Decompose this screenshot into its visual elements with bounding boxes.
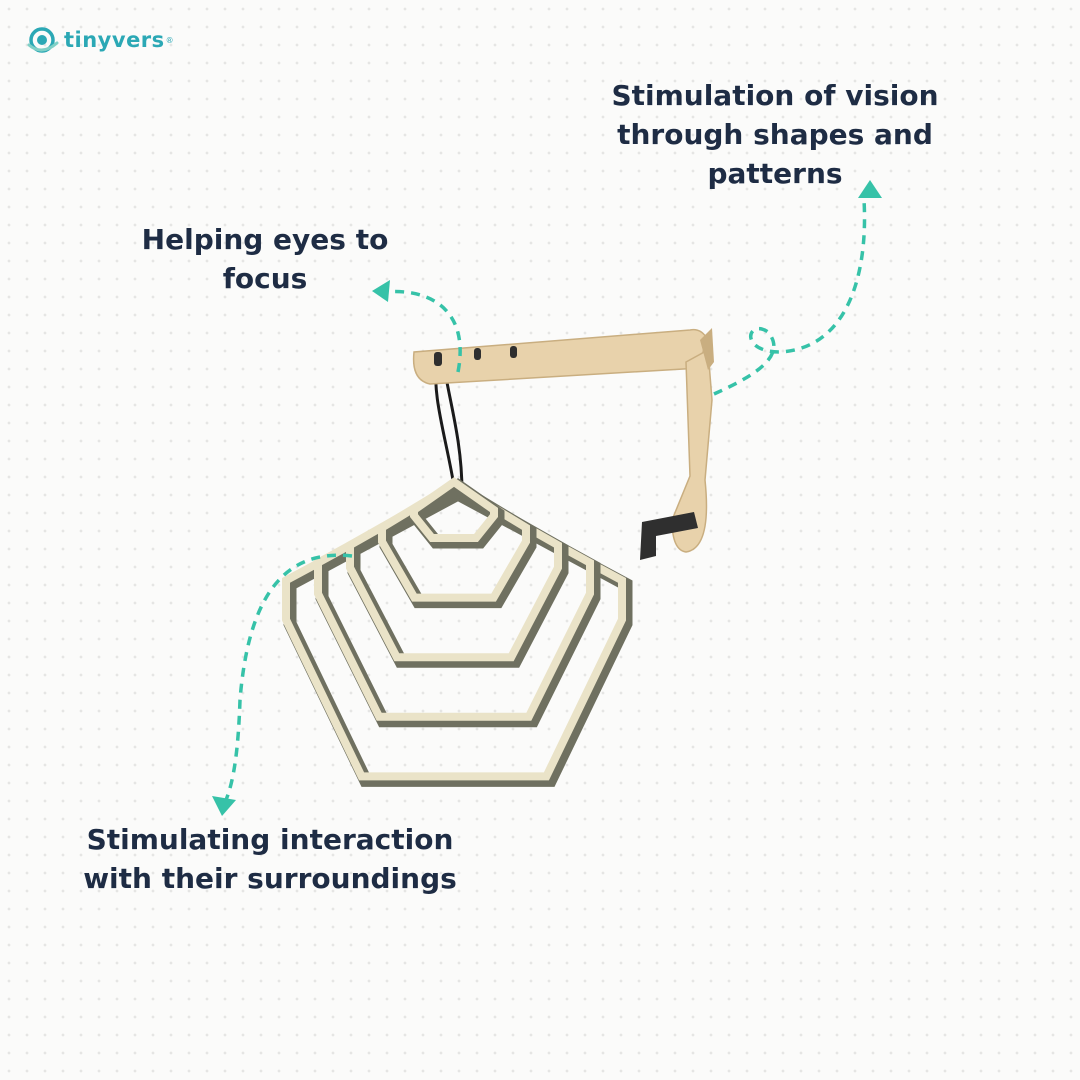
brand-name: tinyvers — [64, 28, 165, 52]
wooden-bar-shadow — [700, 328, 714, 370]
dashed-arrow-icon — [372, 280, 462, 373]
hexagon-mobile — [282, 477, 633, 787]
hexagon-frame-highlight — [346, 481, 562, 662]
smile-logo-icon — [27, 27, 59, 53]
caption-vision-stimulation: Stimulation of vision through shapes and… — [611, 79, 939, 191]
hexagon-frame-highlight — [282, 485, 626, 781]
wood-notch — [474, 348, 481, 360]
dashed-arrow-icon — [713, 180, 882, 396]
wooden-gym-stand — [412, 328, 714, 560]
wood-notch — [434, 352, 442, 366]
hexagon-frame-highlight — [378, 479, 530, 602]
registered-mark: ® — [165, 35, 174, 45]
dashed-arrow-icon — [212, 553, 353, 816]
brand-logo[interactable]: tinyvers ® — [26, 26, 174, 54]
caption-eye-focus: Helping eyes to focus — [141, 223, 389, 296]
hexagon-frame-highlight — [314, 483, 594, 721]
caption-interaction: Stimulating interaction with their surro… — [83, 823, 457, 896]
stand-clamp — [640, 512, 698, 560]
hexagon-frame-highlight — [410, 477, 498, 542]
wood-notch — [510, 346, 517, 358]
